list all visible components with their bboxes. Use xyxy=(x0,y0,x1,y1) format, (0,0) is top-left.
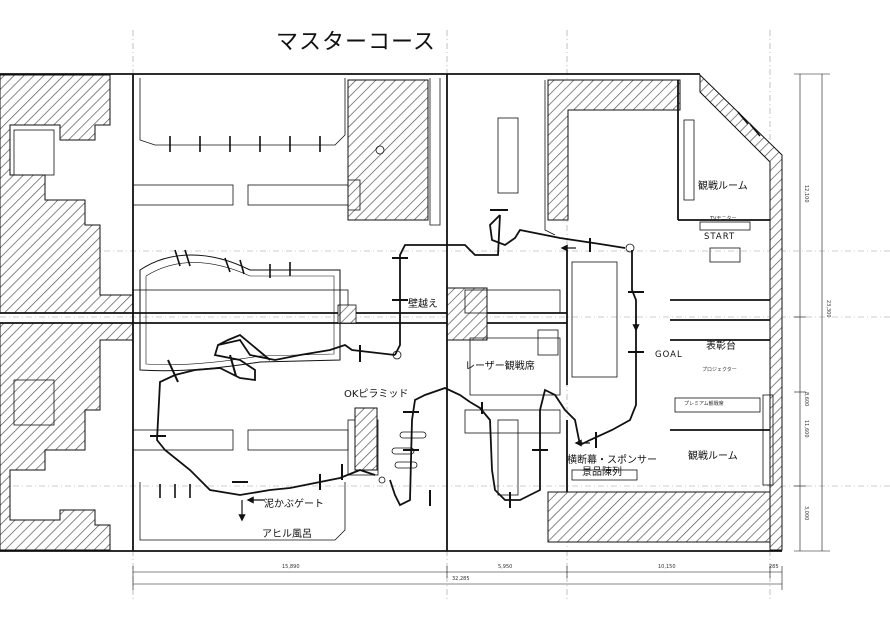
dimension-lines xyxy=(132,73,830,590)
dim-23300: 23,300 xyxy=(825,300,831,318)
label-ok-pyramid: OKピラミッド xyxy=(344,389,409,400)
dim-5950: 5,950 xyxy=(498,564,513,570)
top-center-wall xyxy=(347,79,429,221)
dim-8600: 8,600 xyxy=(803,392,809,407)
label-start: START xyxy=(704,232,736,242)
right-edge-wall xyxy=(699,73,783,551)
dim-11600: 11,600 xyxy=(803,420,809,438)
dim-15890: 15,890 xyxy=(282,564,300,570)
label-laser: レーザー観戦席 xyxy=(465,361,535,372)
center-pillar xyxy=(446,287,488,341)
label-sponsor-line1: 横断幕・スポンサー xyxy=(567,455,657,466)
dim-total: 32,285 xyxy=(452,576,470,582)
label-doro-gate: 泥かぶゲート xyxy=(264,499,324,510)
dim-3000: 3,000 xyxy=(803,506,809,521)
label-kansen-room-lower: 観戦ルーム xyxy=(688,451,738,462)
gate-ticks xyxy=(150,209,644,508)
bottom-right-wall xyxy=(547,491,771,543)
wall-lines xyxy=(0,73,782,552)
label-goal: GOAL xyxy=(655,350,683,360)
left-upper-wall xyxy=(0,74,134,314)
label-sponsor-line2: 景品陳列 xyxy=(582,467,622,478)
label-tv-monitor: TVモニター xyxy=(710,216,737,222)
label-kabegoe: 壁越え xyxy=(408,299,438,310)
label-ahiru: アヒル風呂 xyxy=(262,529,312,540)
dim-285: 285 xyxy=(769,564,779,570)
label-hyoshodai: 表彰台 xyxy=(706,341,736,352)
dim-10150: 10,150 xyxy=(658,564,676,570)
top-right-wall xyxy=(547,79,681,221)
ok-pyramid-block xyxy=(354,407,378,471)
coil-obstacles xyxy=(391,431,427,469)
label-kansen-room-upper: 観戦ルーム xyxy=(698,181,748,192)
label-projector: プロジェクター xyxy=(702,367,737,373)
label-premium: プレミアム観戦席 xyxy=(684,401,724,407)
dim-12100: 12,100 xyxy=(803,185,809,203)
page-title: マスターコース xyxy=(276,30,436,55)
fixtures xyxy=(13,78,774,541)
left-lower-wall xyxy=(0,322,134,551)
